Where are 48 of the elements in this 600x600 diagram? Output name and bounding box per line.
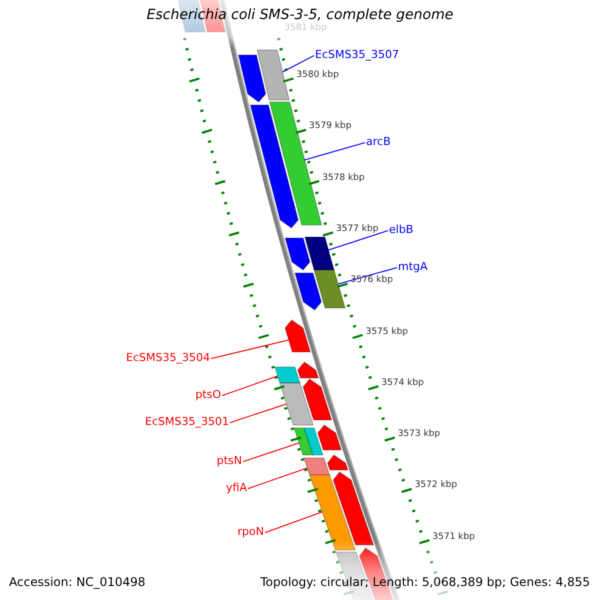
tick-label: 3575 kbp (366, 328, 408, 336)
leader-line (222, 376, 278, 396)
tick-label: 3578 kbp (322, 174, 365, 183)
gene-label: mtgA (398, 261, 428, 272)
gene-feature-block (297, 361, 319, 378)
leader-line (264, 512, 323, 534)
gene-label: ptsO (195, 389, 221, 400)
gene-bar (304, 236, 335, 270)
tick-label: 3574 kbp (381, 378, 424, 388)
tick-label: 3577 kbp (336, 224, 378, 234)
leader-line (328, 230, 388, 250)
leader-line (230, 404, 287, 424)
gene-label: ptsN (216, 455, 242, 466)
gene-feature-block (238, 54, 266, 103)
gene-bar (308, 474, 356, 550)
gene-label: EcSMS35_3501 (145, 416, 229, 427)
tick-label: 3573 kbp (398, 430, 440, 440)
leader-line (282, 55, 314, 72)
tick-label: 3571 kbp (432, 532, 475, 542)
gene-feature-block (284, 319, 311, 352)
tick-label: 3580 kbp (296, 71, 339, 80)
leader-line (242, 442, 300, 462)
diagram-title: Escherichia coli SMS-3-5, complete genome (146, 8, 454, 22)
gene-feature-block (317, 424, 342, 450)
gene-bar (303, 428, 324, 456)
gene-feature-block (332, 471, 374, 546)
gene-label: rpoN (238, 526, 264, 537)
gene-label: elbB (389, 224, 414, 235)
tick-label: 3576 kbp (350, 276, 393, 286)
gene-feature-block (294, 272, 322, 311)
leader-line (210, 340, 290, 360)
gene-feature-block (250, 104, 299, 229)
gene-bar (313, 270, 346, 308)
gene-label: EcSMS35_3507 (315, 49, 399, 60)
gene-label: EcSMS35_3504 (126, 352, 210, 363)
gene-bar (256, 50, 290, 100)
accession-text: Accession: NC_010498 (9, 576, 146, 588)
leader-line (338, 267, 398, 284)
gene-label: yfiA (226, 482, 247, 493)
tick-label: 3572 kbp (414, 481, 458, 490)
gene-label: arcB (366, 136, 391, 147)
tick-label: 3579 kbp (309, 122, 352, 132)
gene-feature-block (327, 454, 349, 470)
gene-feature-block (284, 238, 310, 271)
leader-line (304, 142, 366, 160)
genome-info-text: Topology: circular; Length: 5,068,389 bp; Genes: 4,855 (260, 576, 590, 588)
gene-bar (279, 382, 314, 426)
leader-line (248, 468, 308, 490)
